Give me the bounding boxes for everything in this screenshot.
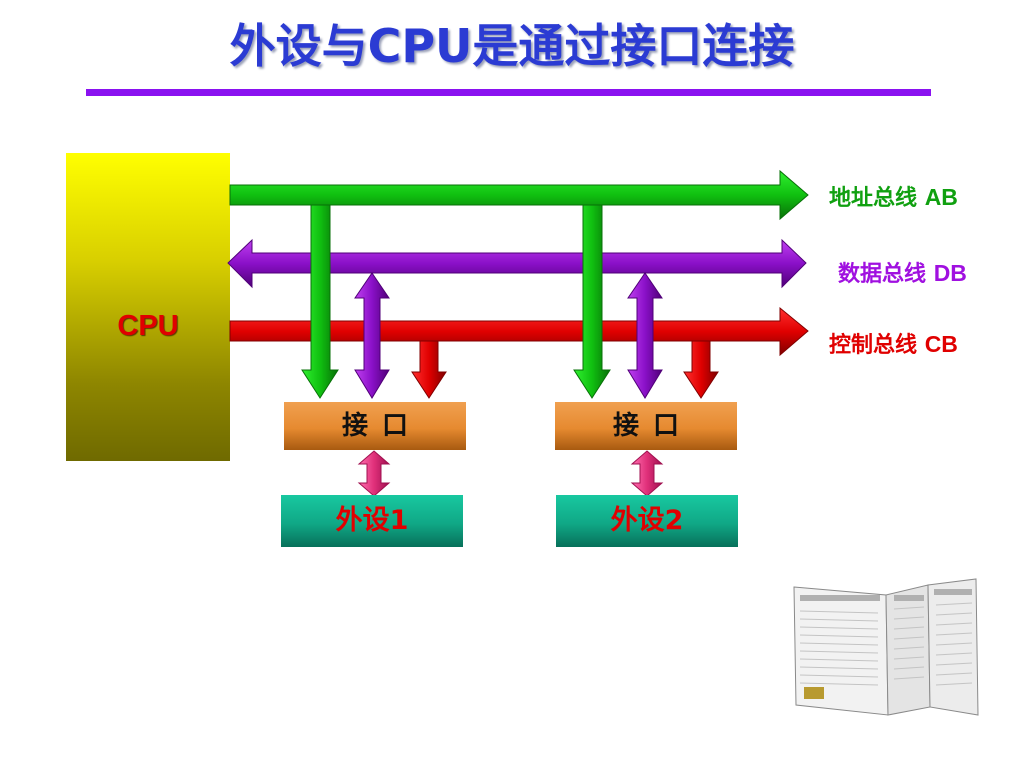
data-bidirectional-arrow-2 <box>627 272 663 399</box>
interface-device-link-arrow-1 <box>357 450 391 497</box>
control-bus-abbr: CB <box>924 331 958 357</box>
data-bus-arrow <box>227 238 807 289</box>
address-bus-name: 地址总线 <box>829 186 918 211</box>
page-title: 外设与CPU是通过接口连接 <box>229 19 795 73</box>
cpu-label: CPU <box>117 310 179 342</box>
data-bus-label: 数据总线 DB <box>838 256 967 288</box>
data-bus-name: 数据总线 <box>838 262 927 287</box>
interface-device-link-arrow-2 <box>630 450 664 497</box>
address-down-arrow-2 <box>573 204 611 399</box>
interface-box-2: 接口 <box>555 402 737 450</box>
control-down-arrow-1 <box>411 340 447 399</box>
cpu-block <box>66 153 230 461</box>
control-bus-name: 控制总线 <box>829 333 918 358</box>
data-bidirectional-arrow-1 <box>354 272 390 399</box>
data-bus-abbr: DB <box>933 260 967 286</box>
interface-box-1: 接口 <box>284 402 466 450</box>
device-box-1: 外设1 <box>281 495 463 547</box>
title-underline <box>86 89 931 96</box>
device-box-2: 外设2 <box>556 495 738 547</box>
newspaper-clipart-icon <box>793 578 979 716</box>
address-down-arrow-1 <box>301 204 339 399</box>
control-down-arrow-2 <box>683 340 719 399</box>
control-bus-label: 控制总线 CB <box>829 327 958 359</box>
address-bus-label: 地址总线 AB <box>829 180 958 212</box>
address-bus-abbr: AB <box>924 184 958 210</box>
